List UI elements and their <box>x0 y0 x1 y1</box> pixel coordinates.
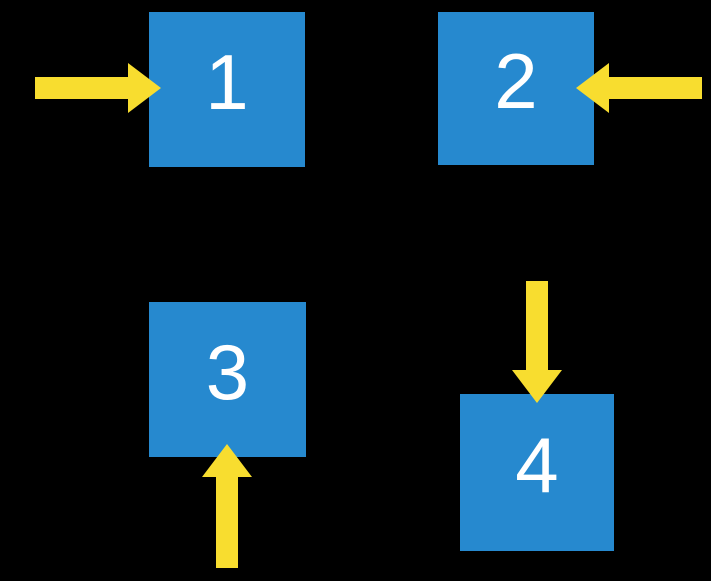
square-2-label: 2 <box>494 37 538 125</box>
square-4-label: 4 <box>515 421 559 509</box>
square-2: 2 <box>438 12 594 165</box>
arrow-down-icon <box>512 281 562 403</box>
square-4: 4 <box>460 394 614 551</box>
square-1: 1 <box>149 12 305 167</box>
arrow-left-icon <box>576 63 702 113</box>
arrow-up-icon <box>202 444 252 568</box>
square-3-label: 3 <box>205 328 250 416</box>
square-1-label: 1 <box>205 38 249 126</box>
arrow-right-icon <box>35 63 161 113</box>
square-3: 3 <box>149 302 306 457</box>
